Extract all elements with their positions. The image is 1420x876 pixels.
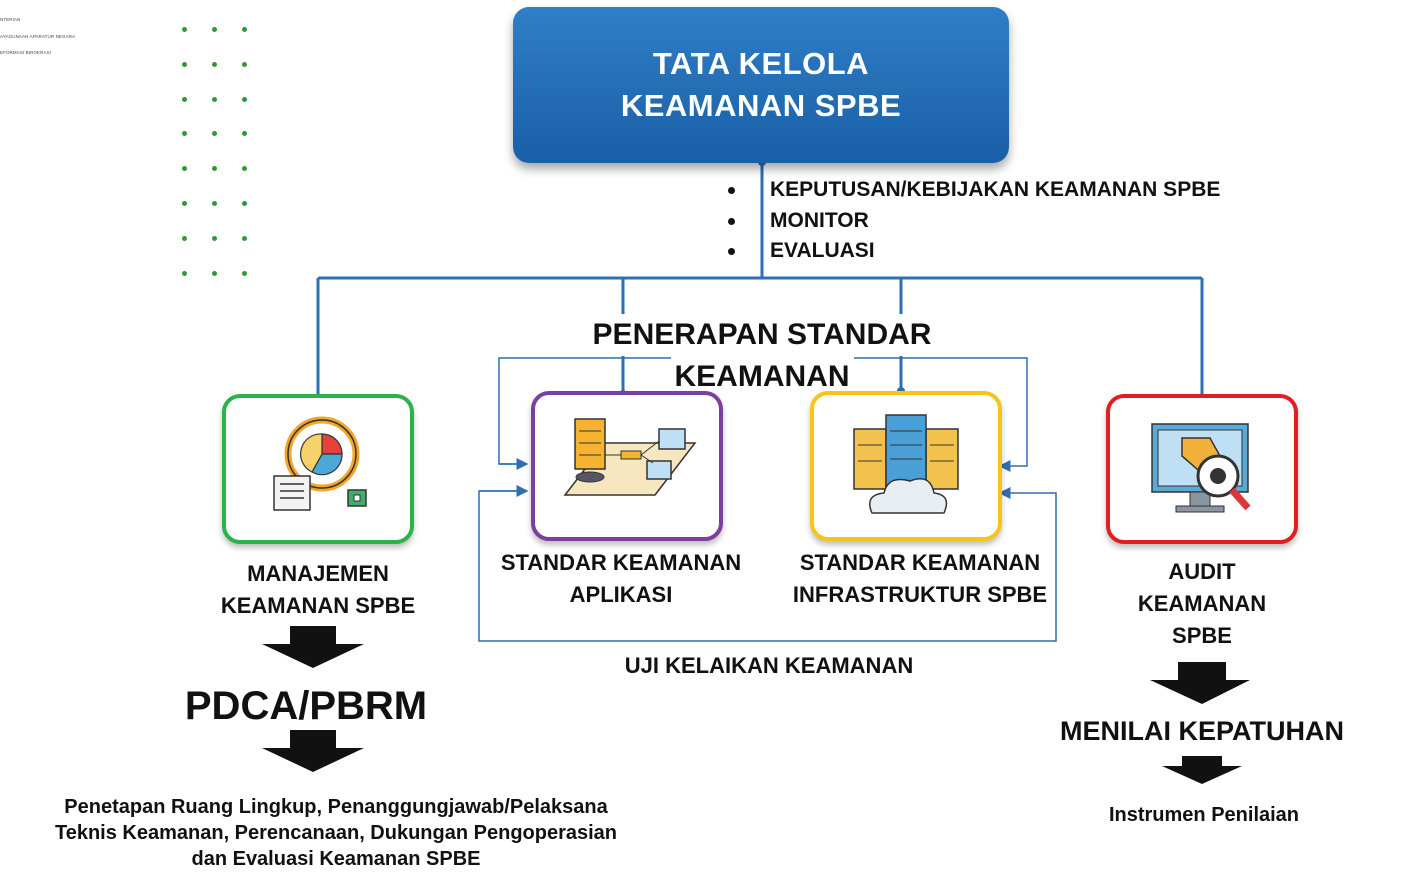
cloud-server-icon <box>853 414 959 514</box>
green-dot-icon <box>212 61 217 67</box>
manajemen-box <box>222 394 414 544</box>
green-dot-icon <box>182 235 187 241</box>
aplikasi-box <box>531 391 723 541</box>
instrumen-penilaian-text: Instrumen Penilaian <box>1108 804 1300 826</box>
manajemen-label: MANAJEMEN KEAMANAN SPBE <box>198 558 438 622</box>
bullet-icon <box>728 218 735 225</box>
green-dot-icon <box>182 201 187 206</box>
logo-text: NTERIAN AYAGUNAAN APARATUR NEGARA EFORMA… <box>0 6 75 61</box>
audit-label-3: SPBE <box>1172 623 1232 648</box>
network-servers-icon <box>563 418 697 496</box>
audit-label-2: KEAMANAN <box>1137 591 1267 616</box>
bullet-evaluasi: EVALUASI <box>770 239 875 262</box>
aplikasi-label: STANDAR KEAMANAN APLIKASI <box>480 547 762 611</box>
manajemen-detail-line-3: dan Evaluasi Keamanan SPBE <box>191 848 481 870</box>
bullet-icon <box>728 248 735 255</box>
green-dot-icon <box>242 235 247 241</box>
bullet-icon <box>728 187 735 194</box>
audit-box <box>1106 394 1298 544</box>
green-dot-icon <box>242 131 247 137</box>
down-arrow-icon <box>262 730 364 772</box>
manajemen-label-2: KEAMANAN SPBE <box>220 593 416 618</box>
logo-line: EFORMASI BIROKRASI <box>0 50 52 55</box>
green-dot-icon <box>212 201 217 206</box>
manajemen-detail-line-2: Teknis Keamanan, Perencanaan, Dukungan P… <box>54 822 618 844</box>
audit-label-1: AUDIT <box>1168 559 1236 584</box>
aplikasi-label-2: APLIKASI <box>569 582 673 607</box>
aplikasi-label-1: STANDAR KEAMANAN <box>500 550 742 575</box>
green-dot-icon <box>182 270 187 276</box>
down-arrow-icon <box>262 626 364 668</box>
manajemen-detail-line-1: Penetapan Ruang Lingkup, Penanggungjawab… <box>64 796 608 818</box>
title-line-1: TATA KELOLA <box>652 46 870 81</box>
infrastruktur-label-1: STANDAR KEAMANAN <box>799 550 1041 575</box>
title-line-2: KEAMANAN SPBE <box>620 88 902 123</box>
green-dot-icon <box>182 131 187 137</box>
penerapan-line-1: PENERAPAN STANDAR <box>588 314 936 356</box>
pdca-cycle-icon <box>273 416 367 511</box>
audit-inspect-icon <box>1151 423 1251 513</box>
green-dot-icon <box>212 131 217 137</box>
logo-line: NTERIAN <box>0 17 21 22</box>
green-dot-icon <box>212 27 217 32</box>
infrastruktur-label: STANDAR KEAMANAN INFRASTRUKTUR SPBE <box>774 547 1066 611</box>
green-dot-icon <box>242 270 247 276</box>
green-dot-icon <box>242 96 247 102</box>
green-dot-icon <box>182 96 187 102</box>
green-dot-icon <box>242 27 247 32</box>
green-dot-icon <box>212 235 217 241</box>
governance-title-box: TATA KELOLA KEAMANAN SPBE <box>513 7 1009 163</box>
green-dot-icon <box>182 27 187 32</box>
green-dot-icon <box>182 166 187 172</box>
green-dot-icon <box>212 96 217 102</box>
green-dot-icon <box>242 201 247 206</box>
manajemen-detail-text: Penetapan Ruang Lingkup, Penanggungjawab… <box>10 794 662 872</box>
down-arrow-icon <box>1162 756 1242 784</box>
green-dot-icon <box>242 166 247 172</box>
green-dot-icon <box>212 270 217 276</box>
down-arrow-icon <box>1150 662 1250 704</box>
pdca-pbrm-text: PDCA/PBRM <box>184 684 428 728</box>
infrastruktur-label-2: INFRASTRUKTUR SPBE <box>792 582 1048 607</box>
logo-line: AYAGUNAAN APARATUR NEGARA <box>0 33 76 39</box>
green-dot-icon <box>242 61 247 67</box>
audit-label: AUDIT KEAMANAN SPBE <box>1100 556 1304 652</box>
manajemen-label-1: MANAJEMEN <box>247 561 389 586</box>
uji-kelaikan-label: UJI KELAIKAN KEAMANAN <box>624 653 914 678</box>
green-dot-icon <box>182 61 187 67</box>
menilai-kepatuhan-text: MENILAI KEPATUHAN <box>1060 716 1344 746</box>
bullet-monitor: MONITOR <box>770 209 869 232</box>
bullet-decision: KEPUTUSAN/KEBIJAKAN KEAMANAN SPBE <box>770 178 1221 201</box>
infrastruktur-box <box>810 391 1002 541</box>
green-dot-icon <box>212 166 217 172</box>
